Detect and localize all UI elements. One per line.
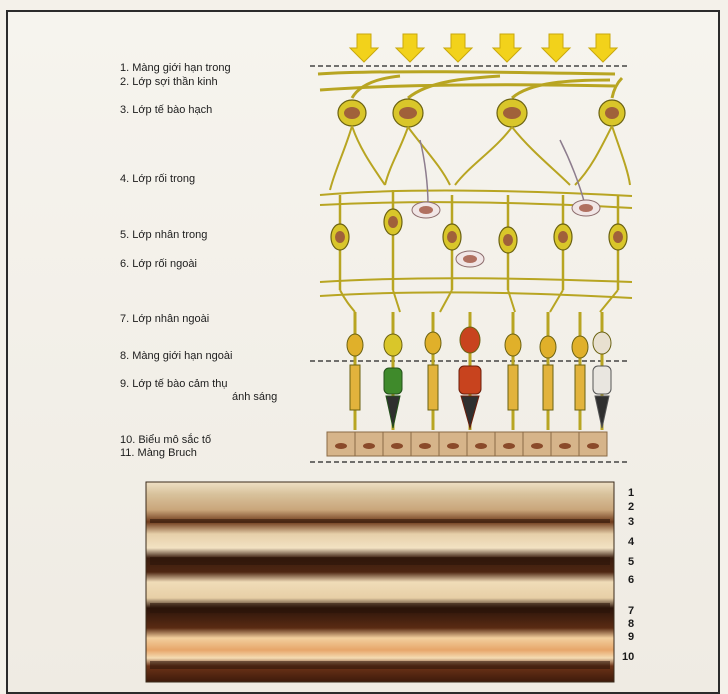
cone-red [459, 366, 481, 428]
light-arrow-icon [396, 34, 424, 62]
histo-num-2: 2 [628, 501, 634, 513]
cone-white [593, 366, 611, 428]
light-arrow-icon [444, 34, 472, 62]
histo-num-9: 9 [628, 631, 634, 643]
nerve-fibers [318, 72, 622, 98]
pigment-epithelium [327, 432, 607, 456]
inner-plexiform [320, 126, 632, 208]
photoreceptors [347, 312, 611, 430]
outer-plexiform [320, 278, 632, 312]
light-arrow-icon [589, 34, 617, 62]
ganglion-cells [338, 99, 625, 127]
cone-green [384, 368, 402, 428]
histo-num-8: 8 [628, 618, 634, 630]
histo-num-4: 4 [628, 536, 635, 548]
histology-image [146, 482, 614, 682]
light-arrow-icon [493, 34, 521, 62]
histo-num-6: 6 [628, 574, 634, 586]
histo-num-5: 5 [628, 556, 634, 568]
histo-num-10: 10 [622, 651, 634, 663]
histo-num-3: 3 [628, 516, 634, 528]
light-arrow-icon [350, 34, 378, 62]
histology-numbers: 1 2 3 4 5 6 7 8 9 10 [622, 487, 635, 663]
light-arrow-icon [542, 34, 570, 62]
light-arrows [350, 34, 617, 62]
histo-num-7: 7 [628, 605, 634, 617]
histo-num-1: 1 [628, 487, 634, 499]
